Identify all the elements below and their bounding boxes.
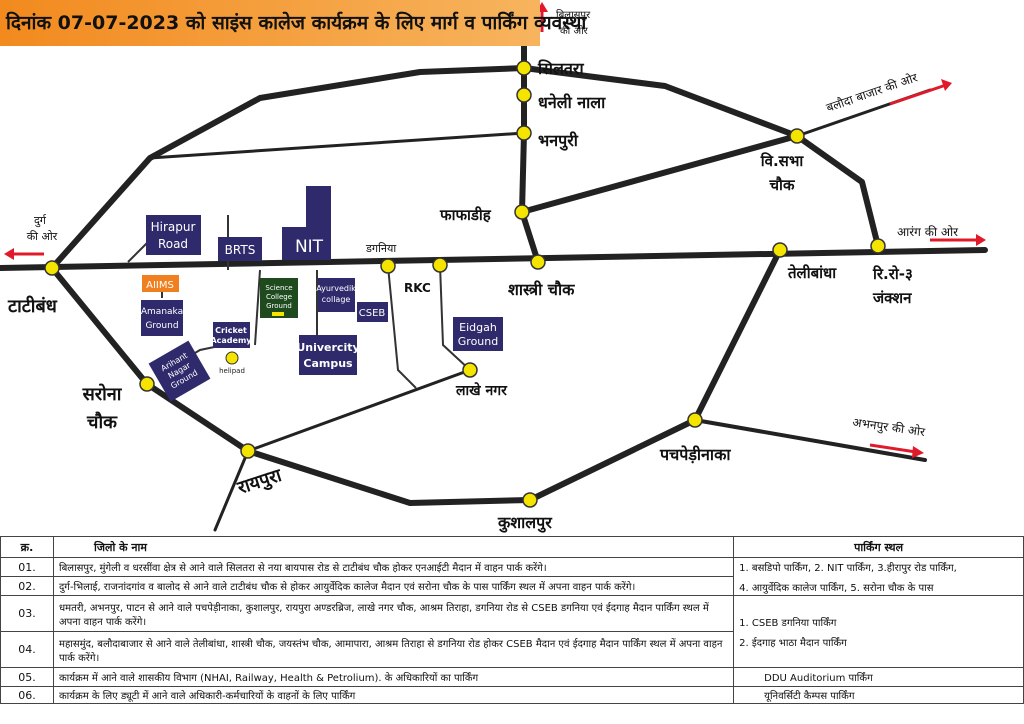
junction-lakhe — [462, 362, 478, 378]
legend-table: क्र. जिलो के नाम पार्किंग स्थल 01. बिलास… — [0, 536, 1024, 704]
direction-arrows — [4, 2, 986, 458]
road-raipura-south — [213, 449, 250, 532]
junction-shastri — [530, 254, 546, 270]
label-abhanpur: अभनपुर की ओर — [851, 415, 927, 440]
road-phaphadih-vidhansabha — [519, 133, 800, 215]
header-district: जिलो के नाम — [52, 536, 735, 558]
label-pachpedi-naka: पचपेड़ीनाका — [659, 445, 731, 464]
junction-ringroad3 — [870, 238, 886, 254]
junction-sarona — [139, 376, 155, 392]
label-phaphadih: फाफाडीह — [439, 206, 492, 224]
svg-text:NIT: NIT — [295, 237, 324, 257]
parking-nit — [282, 186, 331, 260]
road-raipura-lakhe — [246, 368, 472, 453]
parking-cricket-academy — [213, 322, 250, 348]
label-kushalpur: कुशालपुर — [497, 513, 553, 533]
svg-text:BRTS: BRTS — [225, 243, 256, 257]
road-siltara-north — [519, 0, 541, 265]
legend-row: 03. धमतरी, अभनपुर, पाटन से आने वाले पचपे… — [0, 595, 1024, 668]
header-num: क्र. — [0, 536, 54, 558]
legend-row: 01. बिलासपुर, मुंगेली व धरसींवा क्षेत्र … — [0, 557, 1024, 596]
parking-group-b: 1. CSEB डगनिया पार्किंग 2. ईदगाह भाठा मै… — [733, 595, 1024, 668]
parking-ayurvedic-college — [318, 278, 355, 312]
label-lakhe-nagar: लाखे नगर — [455, 382, 508, 399]
parking-cseb — [357, 302, 388, 322]
legend-row: 05. कार्यक्रम में आने वाले शासकीय विभाग … — [0, 667, 1024, 687]
label-tatibandh: टाटीबंध — [7, 295, 58, 317]
junction-phaphadih — [514, 204, 530, 220]
label-siltara: सिलतरा — [537, 59, 584, 78]
label-vidhansabha: वि.सभाचौक — [760, 152, 805, 194]
parking-group-a: 1. बसडिपो पार्किंग, 2. NIT पार्किंग, 3.ह… — [733, 557, 1024, 596]
place-labels: सिलतरा धनेली नाला भनपुरी फाफाडीह वि.सभाच… — [7, 59, 913, 533]
label-dhaneli-nala: धनेली नाला — [538, 93, 606, 112]
parking-aiims — [142, 275, 179, 292]
junction-pachpedi — [687, 412, 703, 428]
label-baloda-bazar: बलौदा बाजार की ओर — [824, 70, 920, 115]
junction-bhanpuri — [516, 125, 532, 141]
parking-arihant-nagar — [148, 340, 211, 402]
title-banner: दिनांक 07-07-2023 को साइंस कालेज कार्यक्… — [0, 0, 586, 46]
junction-vidhansabha — [789, 128, 805, 144]
page-title: दिनांक 07-07-2023 को साइंस कालेज कार्यक्… — [6, 12, 587, 34]
road-pachpedi-abhanpur — [693, 418, 927, 462]
junction-dhaneli — [516, 87, 532, 103]
svg-text:AIIMS: AIIMS — [146, 280, 174, 291]
svg-text:CSEB: CSEB — [359, 308, 386, 319]
junctions — [44, 60, 886, 508]
parking-amanaka-ground — [141, 300, 183, 336]
parking-brts — [218, 237, 262, 261]
label-arang: आरंग की ओर — [897, 225, 959, 239]
label-bhanpuri: भनपुरी — [538, 131, 579, 151]
svg-text:helipad: helipad — [219, 367, 245, 375]
label-raipura: रायपुरा — [234, 465, 286, 500]
label-shastri-chowk: शास्त्री चौक — [508, 280, 575, 299]
legend-row: 02. दुर्ग-भिलाई, राजनांदगांव व बालोद से … — [0, 576, 1024, 596]
parking-university-campus — [299, 335, 357, 375]
label-dagniya: डगनिया — [365, 242, 396, 255]
junction-kushalpur — [522, 492, 538, 508]
junction-rkc — [432, 257, 448, 273]
road-bhanpuri — [148, 131, 526, 160]
label-rkc: RKC — [404, 281, 431, 295]
junction-tatibandh — [44, 260, 60, 276]
junction-telibandha — [772, 242, 788, 258]
helipad-icon — [225, 351, 239, 365]
header-parking: पार्किंग स्थल — [733, 536, 1024, 558]
junction-siltara — [516, 60, 532, 76]
parking-hirapur-road — [146, 215, 201, 255]
legend-row: 06. कार्यक्रम के लिए ड्यूटी में आने वाले… — [0, 686, 1024, 704]
roads — [0, 0, 988, 532]
parking-science-college — [260, 278, 298, 318]
label-sarona-chowk: सरोनाचौक — [82, 383, 123, 433]
label-telibandha: तेलीबांधा — [787, 264, 837, 282]
junction-dagniya — [380, 258, 396, 274]
arrow-abhanpur-icon — [869, 443, 917, 454]
junction-raipura — [240, 443, 256, 459]
parking-eidgah-ground — [453, 317, 503, 351]
legend-header-row: क्र. जिलो के नाम पार्किंग स्थल — [0, 536, 1024, 558]
road-main-highway — [0, 247, 988, 271]
arrow-baloda-icon — [889, 83, 947, 106]
